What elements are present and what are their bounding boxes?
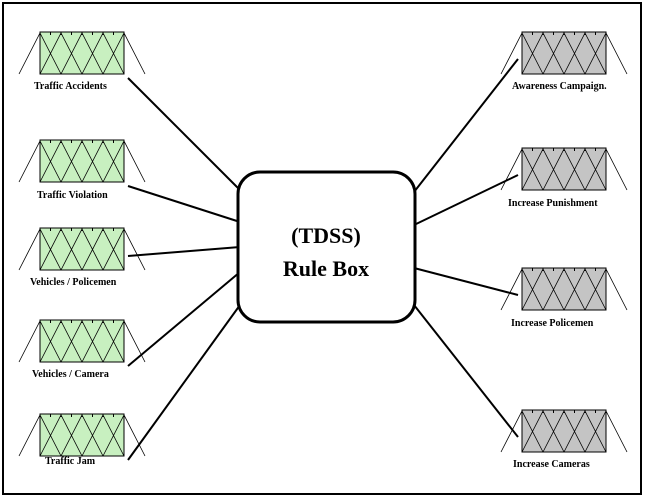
input-connector xyxy=(127,77,241,191)
output-node: Increase Policemen xyxy=(500,267,628,329)
input-connector xyxy=(127,185,241,223)
input-label: Traffic Jam xyxy=(45,456,96,467)
output-connector xyxy=(413,304,519,438)
input-node: Traffic Violation xyxy=(18,139,146,201)
input-label: Traffic Violation xyxy=(37,190,108,201)
output-node: Increase Punishment xyxy=(500,147,628,209)
output-connector xyxy=(413,174,519,226)
rule-box-title-line2: Rule Box xyxy=(283,256,369,281)
input-connector xyxy=(127,304,241,461)
fuzzy-membership-icon xyxy=(18,31,146,75)
input-node: Traffic Accidents xyxy=(18,31,146,92)
output-label: Increase Punishment xyxy=(508,198,598,209)
fuzzy-membership-icon xyxy=(500,31,628,75)
output-node: Increase Cameras xyxy=(500,409,628,470)
fuzzy-membership-icon xyxy=(18,139,146,183)
input-node: Traffic Jam xyxy=(18,413,146,467)
rule-box: (TDSS) Rule Box xyxy=(236,170,417,324)
output-label: Increase Cameras xyxy=(513,459,590,470)
input-connector xyxy=(127,246,241,257)
input-node: Vehicles / Camera xyxy=(18,319,146,380)
input-node: Vehicles / Policemen xyxy=(18,227,146,288)
fuzzy-membership-icon xyxy=(500,409,628,453)
fuzzy-membership-icon xyxy=(18,227,146,271)
connectors xyxy=(127,58,519,461)
input-connector xyxy=(127,271,241,367)
input-label: Traffic Accidents xyxy=(34,81,107,92)
rule-box-title-line1: (TDSS) xyxy=(291,223,361,248)
fuzzy-membership-icon xyxy=(500,267,628,311)
input-label: Vehicles / Camera xyxy=(32,369,109,380)
input-label: Vehicles / Policemen xyxy=(30,277,117,288)
output-label: Awareness Campaign. xyxy=(512,81,607,92)
output-connector xyxy=(413,267,519,296)
fuzzy-membership-icon xyxy=(500,147,628,191)
output-connector xyxy=(413,58,519,193)
fuzzy-membership-icon xyxy=(18,413,146,457)
output-node: Awareness Campaign. xyxy=(500,31,628,92)
fuzzy-membership-icon xyxy=(18,319,146,363)
output-label: Increase Policemen xyxy=(511,318,594,329)
